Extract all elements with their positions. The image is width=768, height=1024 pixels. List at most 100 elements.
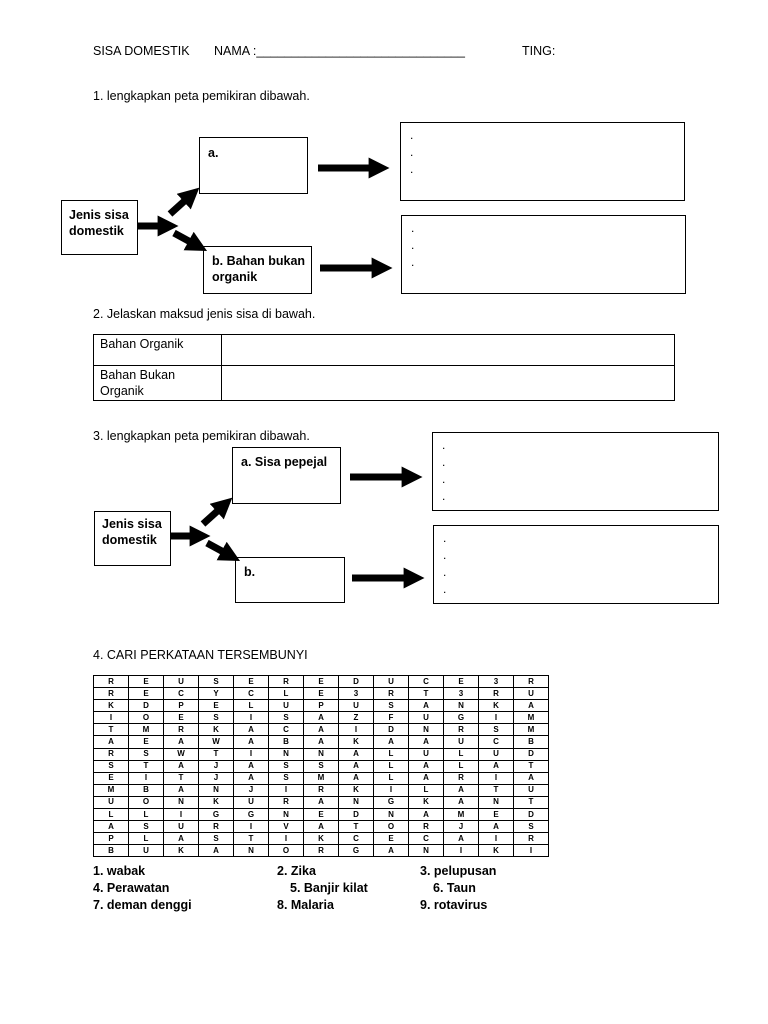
grid-cell[interactable]: O [128, 711, 164, 725]
grid-cell[interactable]: K [478, 699, 514, 713]
grid-cell[interactable]: E [128, 674, 164, 689]
grid-cell[interactable]: N [373, 808, 409, 822]
grid-cell[interactable]: N [303, 747, 339, 761]
grid-cell[interactable]: A [338, 771, 374, 785]
grid-cell[interactable]: U [478, 747, 514, 761]
grid-cell[interactable]: C [408, 674, 444, 689]
grid-cell[interactable]: U [408, 747, 444, 761]
grid-cell[interactable]: M [443, 808, 479, 822]
grid-cell[interactable]: U [513, 783, 549, 797]
grid-cell[interactable]: A [408, 808, 444, 822]
grid-cell[interactable]: A [198, 844, 234, 858]
grid-cell[interactable]: A [338, 759, 374, 773]
grid-cell[interactable]: S [513, 820, 549, 834]
grid-cell[interactable]: K [478, 844, 514, 858]
grid-cell[interactable]: 3 [443, 687, 479, 701]
grid-cell[interactable]: L [443, 759, 479, 773]
grid-cell[interactable]: K [303, 832, 339, 846]
grid-cell[interactable]: A [303, 735, 339, 749]
grid-cell[interactable]: G [443, 711, 479, 725]
grid-cell[interactable]: S [93, 759, 129, 773]
grid-cell[interactable]: W [163, 747, 199, 761]
grid-cell[interactable]: A [408, 759, 444, 773]
grid-cell[interactable]: P [163, 699, 199, 713]
grid-cell[interactable]: A [233, 723, 269, 737]
grid-cell[interactable]: N [198, 783, 234, 797]
grid-cell[interactable]: R [163, 723, 199, 737]
grid-cell[interactable]: I [443, 844, 479, 858]
grid-cell[interactable]: A [303, 711, 339, 725]
grid-cell[interactable]: Z [338, 711, 374, 725]
grid-cell[interactable]: L [408, 783, 444, 797]
grid-cell[interactable]: N [443, 699, 479, 713]
grid-cell[interactable]: D [373, 723, 409, 737]
grid-cell[interactable]: I [478, 771, 514, 785]
grid-cell[interactable]: L [443, 747, 479, 761]
grid-cell[interactable]: R [93, 747, 129, 761]
grid-cell[interactable]: S [128, 747, 164, 761]
grid-cell[interactable]: A [478, 820, 514, 834]
grid-cell[interactable]: T [198, 747, 234, 761]
grid-cell[interactable]: U [93, 795, 129, 810]
grid-cell[interactable]: A [93, 735, 129, 749]
grid-cell[interactable]: I [163, 808, 199, 822]
table-cell-answer[interactable] [221, 334, 675, 366]
grid-cell[interactable]: 3 [478, 674, 514, 689]
grid-cell[interactable]: S [303, 759, 339, 773]
grid-cell[interactable]: G [373, 795, 409, 810]
grid-cell[interactable]: E [373, 832, 409, 846]
grid-cell[interactable]: C [478, 735, 514, 749]
grid-cell[interactable]: L [128, 832, 164, 846]
grid-cell[interactable]: L [93, 808, 129, 822]
grid-cell[interactable]: M [93, 783, 129, 797]
grid-cell[interactable]: A [233, 771, 269, 785]
grid-cell[interactable]: R [513, 832, 549, 846]
grid-cell[interactable]: O [128, 795, 164, 810]
grid-cell[interactable]: T [93, 723, 129, 737]
grid-cell[interactable]: L [373, 771, 409, 785]
grid-cell[interactable]: U [373, 674, 409, 689]
grid-cell[interactable]: I [233, 711, 269, 725]
grid-cell[interactable]: U [233, 795, 269, 810]
grid-cell[interactable]: L [268, 687, 304, 701]
grid-cell[interactable]: K [338, 735, 374, 749]
grid-cell[interactable]: C [338, 832, 374, 846]
grid-cell[interactable]: K [93, 699, 129, 713]
grid-cell[interactable]: Y [198, 687, 234, 701]
grid-cell[interactable]: G [233, 808, 269, 822]
grid-cell[interactable]: N [408, 844, 444, 858]
grid-cell[interactable]: E [443, 674, 479, 689]
grid-cell[interactable]: R [93, 687, 129, 701]
grid-cell[interactable]: S [268, 759, 304, 773]
grid-cell[interactable]: R [408, 820, 444, 834]
grid-cell[interactable]: T [478, 783, 514, 797]
grid-cell[interactable]: B [513, 735, 549, 749]
grid-cell[interactable]: B [128, 783, 164, 797]
grid-cell[interactable]: A [163, 832, 199, 846]
grid-cell[interactable]: V [268, 820, 304, 834]
grid-cell[interactable]: A [408, 771, 444, 785]
grid-cell[interactable]: M [513, 723, 549, 737]
grid-cell[interactable]: I [233, 747, 269, 761]
grid-cell[interactable]: U [128, 844, 164, 858]
grid-cell[interactable]: R [443, 723, 479, 737]
grid-cell[interactable]: N [408, 723, 444, 737]
grid-cell[interactable]: T [513, 795, 549, 810]
grid-cell[interactable]: A [303, 723, 339, 737]
grid-cell[interactable]: F [373, 711, 409, 725]
grid-cell[interactable]: E [233, 674, 269, 689]
grid-cell[interactable]: D [338, 674, 374, 689]
grid-cell[interactable]: U [163, 820, 199, 834]
grid-cell[interactable]: L [373, 747, 409, 761]
grid-cell[interactable]: R [303, 844, 339, 858]
grid-cell[interactable]: C [268, 723, 304, 737]
grid-cell[interactable]: E [93, 771, 129, 785]
grid-cell[interactable]: W [198, 735, 234, 749]
grid-cell[interactable]: S [373, 699, 409, 713]
grid-cell[interactable]: D [338, 808, 374, 822]
grid-cell[interactable]: A [303, 820, 339, 834]
grid-cell[interactable]: P [303, 699, 339, 713]
grid-cell[interactable]: I [373, 783, 409, 797]
grid-cell[interactable]: U [408, 711, 444, 725]
grid-cell[interactable]: A [443, 832, 479, 846]
